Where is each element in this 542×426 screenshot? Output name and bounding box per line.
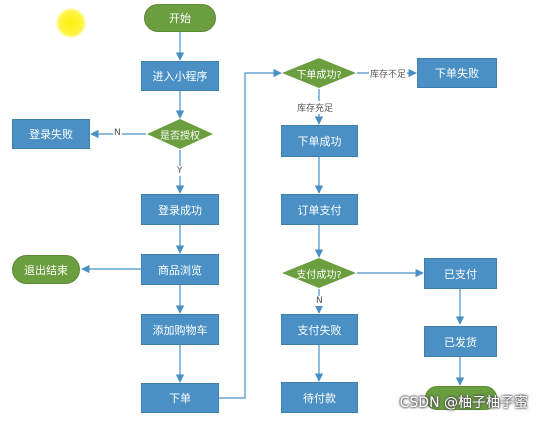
process-add-to-cart-label: 添加购物车 xyxy=(152,323,208,337)
terminal-start-label: 开始 xyxy=(169,12,191,25)
process-order-payment: 订单支付 xyxy=(281,194,358,225)
edge-label-stock-sufficient: 库存充足 xyxy=(296,101,335,114)
decision-order-success-shape xyxy=(282,58,356,88)
edge-label-yes: Y xyxy=(176,166,184,176)
decision-order-success: 下单成功? xyxy=(282,58,356,88)
process-login-failed: 登录失败 xyxy=(12,119,90,149)
process-enter-miniprogram-label: 进入小程序 xyxy=(152,70,208,83)
decision-payment-success-shape xyxy=(282,258,356,288)
terminal-start: 开始 xyxy=(144,4,216,32)
process-browse-products-label: 商品浏览 xyxy=(158,263,202,277)
process-payment-failed: 支付失败 xyxy=(281,314,358,345)
process-place-order-label: 下单 xyxy=(169,392,191,405)
process-order-success: 下单成功 xyxy=(281,125,358,157)
decision-is-authorized-label: 是否授权 xyxy=(160,130,200,142)
terminal-exit-end: 退出结束 xyxy=(12,255,80,284)
process-pending-payment: 待付款 xyxy=(281,382,358,413)
process-shipped: 已发货 xyxy=(424,326,497,357)
decision-is-authorized-shape xyxy=(147,119,213,149)
process-browse-products: 商品浏览 xyxy=(141,254,219,285)
terminal-end xyxy=(425,386,497,410)
terminal-exit-end-label: 退出结束 xyxy=(24,263,68,277)
arrow-place-order-to-order-success xyxy=(219,68,282,399)
process-paid: 已支付 xyxy=(424,258,497,289)
process-shipped-label: 已发货 xyxy=(444,335,477,349)
process-login-failed-label: 登录失败 xyxy=(29,128,73,141)
process-order-payment-label: 订单支付 xyxy=(297,203,342,217)
decision-is-authorized: 是否授权 xyxy=(147,119,213,149)
process-paid-label: 已支付 xyxy=(444,267,477,281)
decision-order-success-label: 下单成功? xyxy=(296,69,342,81)
edge-label-pay-no: N xyxy=(315,296,324,306)
process-order-success-label: 下单成功 xyxy=(297,135,342,148)
edge-label-no: N xyxy=(113,128,122,138)
process-order-failed: 下单失败 xyxy=(417,58,497,88)
process-login-success: 登录成功 xyxy=(141,194,219,225)
process-pending-payment-label: 待付款 xyxy=(303,391,336,405)
process-login-success-label: 登录成功 xyxy=(158,203,202,217)
watermark: CSDN @柚子柚子蜜 xyxy=(399,395,528,411)
decision-payment-success: 支付成功? xyxy=(282,258,356,288)
cursor-highlight xyxy=(56,8,86,38)
process-enter-miniprogram: 进入小程序 xyxy=(141,61,219,91)
process-order-failed-label: 下单失败 xyxy=(435,67,479,80)
decision-payment-success-label: 支付成功? xyxy=(296,269,342,281)
edge-label-stock-insufficient: 库存不足 xyxy=(369,67,408,80)
process-payment-failed-label: 支付失败 xyxy=(297,323,342,337)
process-place-order: 下单 xyxy=(141,383,219,413)
process-add-to-cart: 添加购物车 xyxy=(141,314,219,345)
